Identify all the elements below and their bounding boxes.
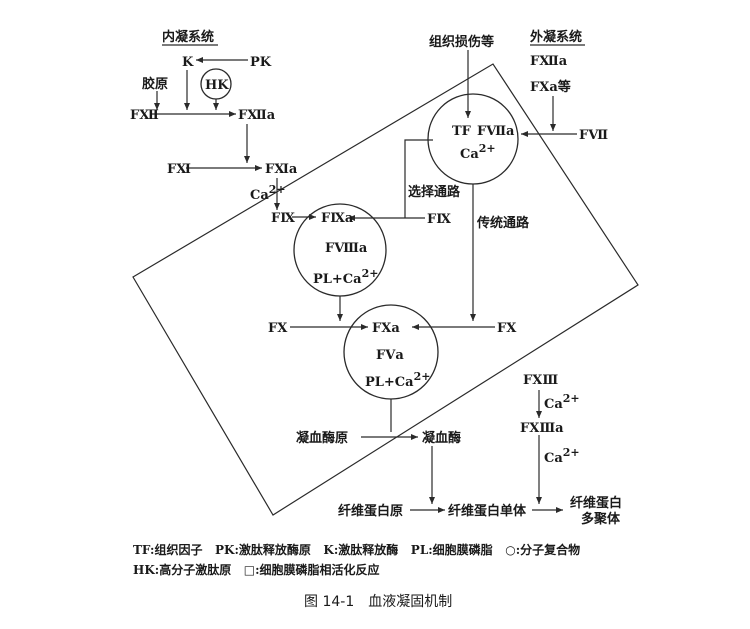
ca-ion-label: Ca2+ — [250, 183, 286, 203]
fxa-extrinsic-label: FⅩa等 — [530, 79, 571, 95]
fxi-label: FⅪ — [167, 162, 191, 177]
fvii-label: FⅦ — [579, 128, 608, 143]
fviia-label: FⅦa — [477, 124, 515, 139]
membrane-phase-box — [132, 63, 639, 516]
fx-right-label: FⅩ — [497, 321, 517, 336]
prothrombin-label: 凝血酶原 — [296, 430, 348, 446]
fxiia-label: FⅫa — [238, 108, 276, 123]
selective-pathway-arrow — [404, 139, 433, 218]
tf-complex-circle — [427, 93, 519, 185]
fibrinogen-label: 纤维蛋白原 — [338, 503, 403, 519]
k-label: K — [182, 55, 194, 70]
selective-pathway-label: 选择通路 — [408, 184, 461, 200]
intrinsic-header: 内凝系统 — [162, 29, 214, 45]
fibrin-monomer-label: 纤维蛋白单体 — [448, 503, 527, 519]
fibrin-polymer-label-2: 多聚体 — [581, 511, 621, 527]
ca-fxiiia-label: Ca2+ — [544, 446, 580, 466]
pl-ca-label-2: PL+Ca2+ — [365, 370, 430, 390]
tf-label: TF — [452, 124, 472, 139]
thrombin-label: 凝血酶 — [422, 430, 461, 446]
fix-left-label: FⅨ — [271, 211, 295, 226]
fixa-label: FⅨa — [321, 211, 354, 226]
fva-label: FⅤa — [376, 348, 404, 363]
pl-ca-label-1: PL+Ca2+ — [313, 267, 378, 287]
extrinsic-header: 外凝系统 — [529, 29, 582, 45]
hk-label: HK — [205, 78, 229, 93]
ca-fxiii-label: Ca2+ — [544, 392, 580, 412]
fx-left-label: FⅩ — [268, 321, 288, 336]
fxa-label: FⅩa — [372, 321, 400, 336]
fxia-label: FⅪa — [265, 162, 298, 177]
legend-line-1: TF:组织因子 PK:激肽释放酶原 K:激肽释放酶 PL:细胞膜磷脂 ○:分子复… — [133, 542, 580, 557]
traditional-pathway-label: 传统通路 — [476, 215, 530, 231]
fxiiia-label: FⅩⅢa — [520, 421, 564, 436]
tissue-injury-label: 组织损伤等 — [429, 34, 494, 50]
fxiii-label: FⅩⅢ — [523, 373, 558, 388]
fxii-label: FⅫ — [130, 108, 159, 123]
ca-tf-label: Ca2+ — [460, 142, 496, 162]
fix-right-label: FⅨ — [427, 212, 451, 227]
legend-line-2: HK:高分子激肽原 □:细胞膜磷脂相活化反应 — [133, 562, 380, 577]
collagen-label: 胶原 — [142, 76, 168, 92]
pk-label: PK — [250, 55, 272, 70]
fxiia-extrinsic-label: FⅫa — [530, 54, 568, 69]
fviiia-label: FⅧa — [325, 241, 368, 256]
fibrin-polymer-label-1: 纤维蛋白 — [570, 495, 622, 511]
